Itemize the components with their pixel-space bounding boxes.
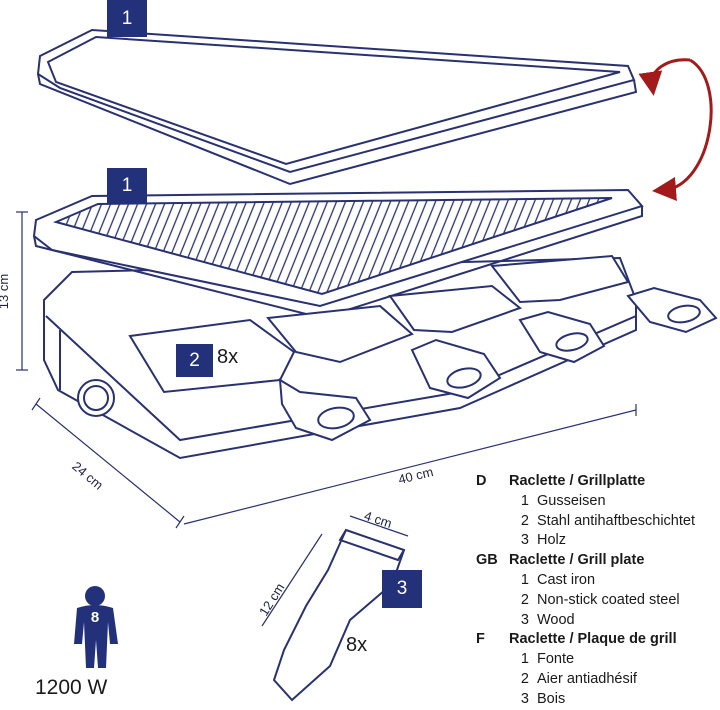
legend-code: GB	[476, 552, 498, 569]
legend-item-text: Wood	[537, 611, 575, 628]
grill-plate	[32, 188, 644, 320]
legend-item-number: 1	[520, 492, 529, 509]
legend-code: F	[476, 631, 485, 648]
pan-badge: 2	[176, 344, 213, 377]
legend-item-text: Stahl antihaftbeschichtet	[537, 512, 695, 529]
legend-item-text: Gusseisen	[537, 492, 606, 509]
legend-item-text: Holz	[537, 532, 567, 549]
legend-item-number: 2	[520, 591, 529, 608]
legend-title: Raclette / Grill plate	[509, 552, 645, 569]
height-dimension: 13 cm	[0, 273, 12, 310]
person-count: 8	[90, 609, 100, 626]
legend-item-number: 1	[520, 651, 529, 668]
lid-badge: 1	[107, 0, 147, 37]
legend-group-gb: GB Raclette / Grill plate 1 Cast iron 2 Non…	[476, 551, 695, 630]
legend-item-text: Cast iron	[537, 571, 596, 588]
flip-arrow-icon	[638, 58, 713, 201]
person-icon	[74, 586, 118, 668]
legend-item-text: Non-stick coated steel	[537, 591, 680, 608]
legend-item-text: Bois	[537, 690, 566, 707]
legend-title: Raclette / Grillplatte	[509, 473, 646, 489]
power-label: 1200 W	[35, 676, 108, 699]
legend-item-number: 1	[520, 571, 529, 588]
material-legend: D Raclette / Grillplatte 1 Gusseisen 2 Stah…	[476, 472, 695, 710]
plate-badge: 1	[107, 168, 147, 204]
legend-item-number: 3	[520, 532, 529, 549]
stone-lid	[36, 28, 638, 186]
dimension-lines	[16, 211, 637, 529]
legend-group-de: D Raclette / Grillplatte 1 Gusseisen 2 Stah…	[476, 472, 695, 551]
legend-item-text: Fonte	[537, 651, 575, 668]
legend-item-number: 3	[520, 611, 529, 628]
spatula-count: 8x	[346, 634, 368, 656]
legend-item-number: 2	[520, 670, 529, 687]
legend-item-number: 3	[520, 690, 529, 707]
legend-title: Raclette / Plaque de grill	[509, 631, 677, 648]
legend-code: D	[476, 473, 487, 489]
spatula	[261, 515, 409, 702]
spatula-badge: 3	[382, 570, 422, 608]
legend-group-fr: F Raclette / Plaque de grill 1 Fonte 2 Aier…	[476, 630, 695, 709]
pan-count: 8x	[217, 346, 239, 368]
legend-item-number: 2	[520, 512, 529, 529]
legend-item-text: Aier antiadhésif	[537, 670, 637, 687]
